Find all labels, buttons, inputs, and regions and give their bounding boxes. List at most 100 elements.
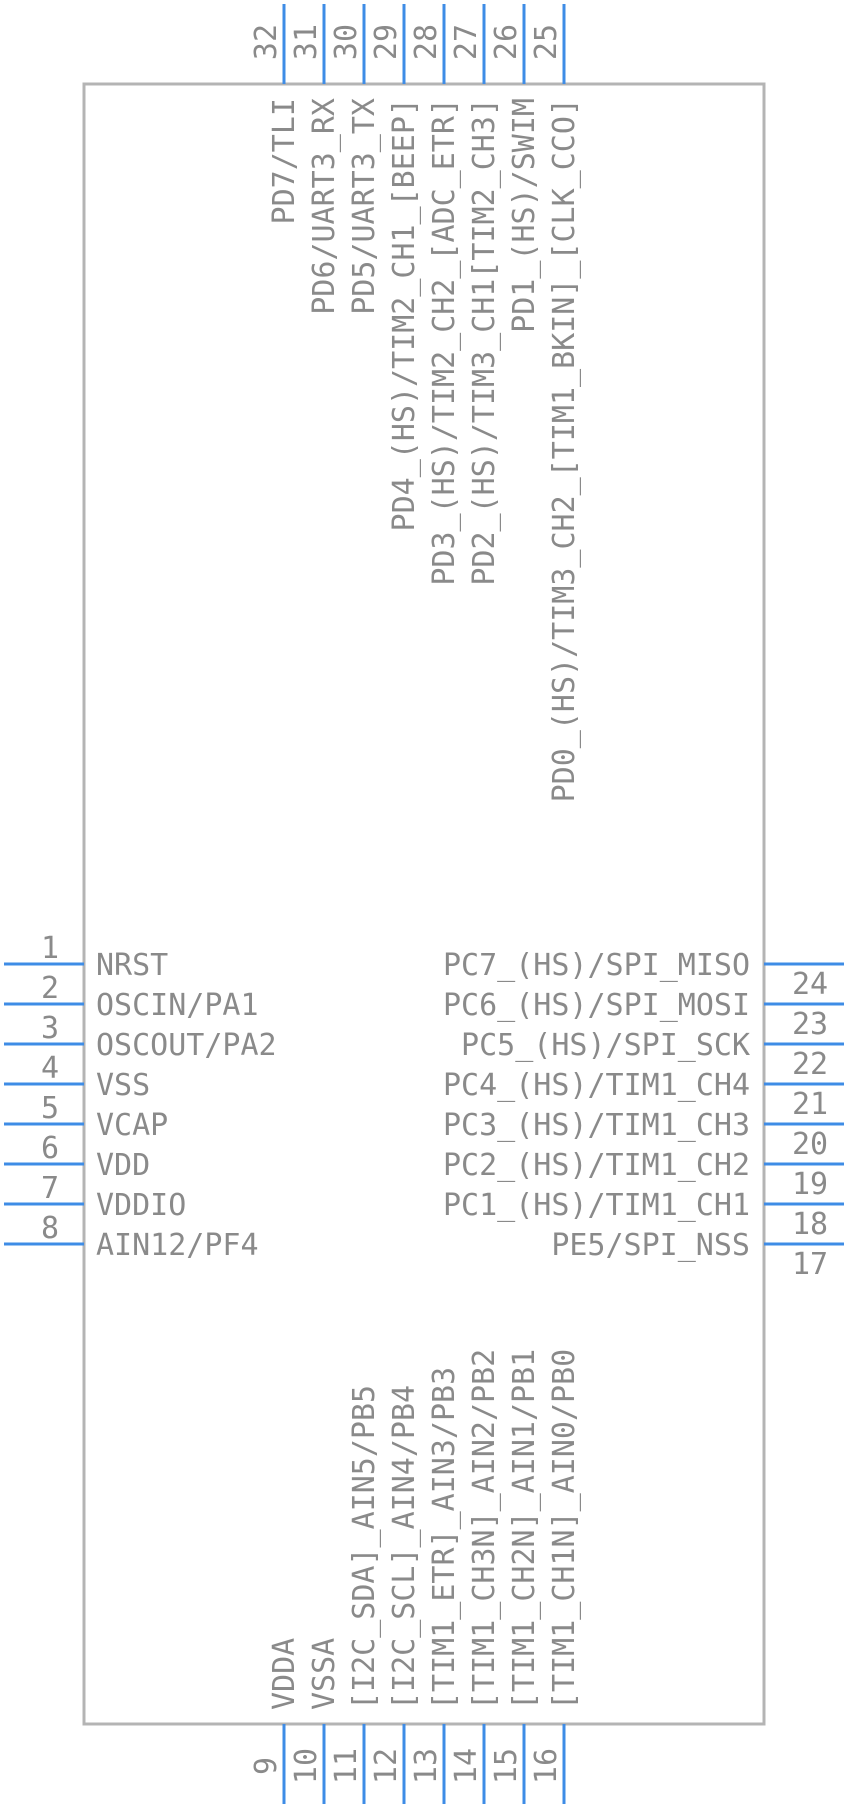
pin-number: 30: [329, 24, 364, 60]
pin-number: 31: [289, 24, 324, 60]
pin-number: 7: [41, 1171, 59, 1206]
pin-label: PD6/UART3_RX: [307, 98, 342, 315]
pin-label: [TIM1_CH1N]_AIN0/PB0: [547, 1349, 582, 1710]
pin-label: PD3_(HS)/TIM2_CH2_[ADC_ETR]: [427, 98, 462, 586]
pin-number: 14: [449, 1748, 484, 1784]
pin-10: 10 VSSA: [289, 1638, 342, 1804]
pin-number: 8: [41, 1211, 59, 1246]
pin-number: 10: [289, 1748, 324, 1784]
pin-number: 3: [41, 1011, 59, 1046]
pin-number: 17: [792, 1247, 828, 1282]
pin-label: PC7_(HS)/SPI_MISO: [443, 948, 750, 983]
pin-11: 11 [I2C_SDA]_AIN5/PB5: [329, 1385, 382, 1804]
pin-number: 25: [529, 24, 564, 60]
pin-label: VDD: [96, 1148, 150, 1183]
pin-number: 18: [792, 1207, 828, 1242]
pin-21: 21 PC4_(HS)/TIM1_CH4: [443, 1068, 844, 1122]
pin-16: 16 [TIM1_CH1N]_AIN0/PB0: [529, 1349, 582, 1804]
pin-number: 12: [369, 1748, 404, 1784]
pin-number: 24: [792, 967, 828, 1002]
pin-label: PD5/UART3_TX: [347, 98, 382, 315]
right-pin-group: 17 PE5/SPI_NSS 18 PC1_(HS)/TIM1_CH1 19 PC2_(H…: [443, 948, 844, 1282]
pin-label: OSCIN/PA1: [96, 988, 259, 1023]
pin-number: 21: [792, 1087, 828, 1122]
top-pin-group: 25PD0_(HS)/TIM3_CH2_[TIM1_BKIN]_[CLK_CCO…: [249, 4, 582, 802]
pin-15: 15 [TIM1_CH2N]_AIN1/PB1: [489, 1349, 542, 1804]
pin-label: [TIM1_ETR]_AIN3/PB3: [427, 1367, 462, 1710]
pin-label: PC1_(HS)/TIM1_CH1: [443, 1188, 750, 1223]
pin-label: VCAP: [96, 1108, 168, 1143]
pin-19: 19 PC2_(HS)/TIM1_CH2: [443, 1148, 844, 1202]
pin-number: 4: [41, 1051, 59, 1086]
pin-7: 7 VDDIO: [4, 1171, 186, 1223]
pin-label: PC2_(HS)/TIM1_CH2: [443, 1148, 750, 1183]
pin-label: AIN12/PF4: [96, 1228, 259, 1263]
ic-body-outline: [82, 82, 766, 1726]
pin-label: PC4_(HS)/TIM1_CH4: [443, 1068, 750, 1103]
pin-number: 15: [489, 1748, 524, 1784]
pin-number: 5: [41, 1091, 59, 1126]
pin-18: 18 PC1_(HS)/TIM1_CH1: [443, 1188, 844, 1242]
pin-5: 5 VCAP: [4, 1091, 168, 1143]
pin-label: VSS: [96, 1068, 150, 1103]
pin-label: NRST: [96, 948, 168, 983]
pin-label: PC5_(HS)/SPI_SCK: [461, 1028, 750, 1063]
pin-number: 20: [792, 1127, 828, 1162]
pin-label: [TIM1_CH3N]_AIN2/PB2: [467, 1349, 502, 1710]
pin-number: 28: [409, 24, 444, 60]
pin-9: 9 VDDA: [249, 1638, 302, 1804]
pin-number: 9: [249, 1757, 284, 1775]
pin-number: 29: [369, 24, 404, 60]
pin-label: VDDIO: [96, 1188, 186, 1223]
pin-label: PD0_(HS)/TIM3_CH2_[TIM1_BKIN]_[CLK_CCO]: [547, 98, 582, 802]
pin-label: PC6_(HS)/SPI_MOSI: [443, 988, 750, 1023]
pin-4: 4 VSS: [4, 1051, 150, 1103]
pin-label: PC3_(HS)/TIM1_CH3: [443, 1108, 750, 1143]
pin-number: 1: [41, 931, 59, 966]
pin-label: [I2C_SCL]_AIN4/PB4: [387, 1385, 422, 1710]
pin-label: [I2C_SDA]_AIN5/PB5: [347, 1385, 382, 1710]
pin-22: 22 PC5_(HS)/SPI_SCK: [461, 1028, 844, 1082]
pin-label: PD4_(HS)/TIM2_CH1_[BEEP]: [387, 98, 422, 531]
pin-label: PD1_(HS)/SWIM: [507, 98, 542, 333]
pin-label: VSSA: [307, 1638, 342, 1710]
pin-3: 3 OSCOUT/PA2: [4, 1011, 277, 1063]
pin-number: 2: [41, 971, 59, 1006]
pin-number: 26: [489, 24, 524, 60]
pin-17: 17 PE5/SPI_NSS: [551, 1228, 844, 1282]
pin-label: PD2_(HS)/TIM3_CH1[TIM2_CH3]: [467, 98, 502, 586]
pin-2: 2 OSCIN/PA1: [4, 971, 259, 1023]
pin-13: 13 [TIM1_ETR]_AIN3/PB3: [409, 1367, 462, 1804]
pin-number: 32: [249, 24, 284, 60]
bottom-pin-group: 9 VDDA 10 VSSA 11 [I2C_SDA]_AIN5/PB5 12 [I2C_SC…: [249, 1349, 582, 1804]
pin-23: 23 PC6_(HS)/SPI_MOSI: [443, 988, 844, 1042]
pin-label: OSCOUT/PA2: [96, 1028, 277, 1063]
pin-12: 12 [I2C_SCL]_AIN4/PB4: [369, 1385, 422, 1804]
pin-number: 23: [792, 1007, 828, 1042]
pin-number: 11: [329, 1748, 364, 1784]
pin-24: 24 PC7_(HS)/SPI_MISO: [443, 948, 844, 1002]
pin-number: 22: [792, 1047, 828, 1082]
pin-label: VDDA: [267, 1638, 302, 1710]
pin-label: [TIM1_CH2N]_AIN1/PB1: [507, 1349, 542, 1710]
pin-14: 14 [TIM1_CH3N]_AIN2/PB2: [449, 1349, 502, 1804]
pin-20: 20 PC3_(HS)/TIM1_CH3: [443, 1108, 844, 1162]
pin-1: 1 NRST: [4, 931, 168, 983]
pin-number: 27: [449, 24, 484, 60]
pin-number: 19: [792, 1167, 828, 1202]
pin-25: 25PD0_(HS)/TIM3_CH2_[TIM1_BKIN]_[CLK_CCO…: [529, 4, 582, 802]
pin-number: 16: [529, 1748, 564, 1784]
pin-label: PD7/TLI: [267, 98, 302, 224]
pin-number: 13: [409, 1748, 444, 1784]
pin-label: PE5/SPI_NSS: [551, 1228, 750, 1263]
